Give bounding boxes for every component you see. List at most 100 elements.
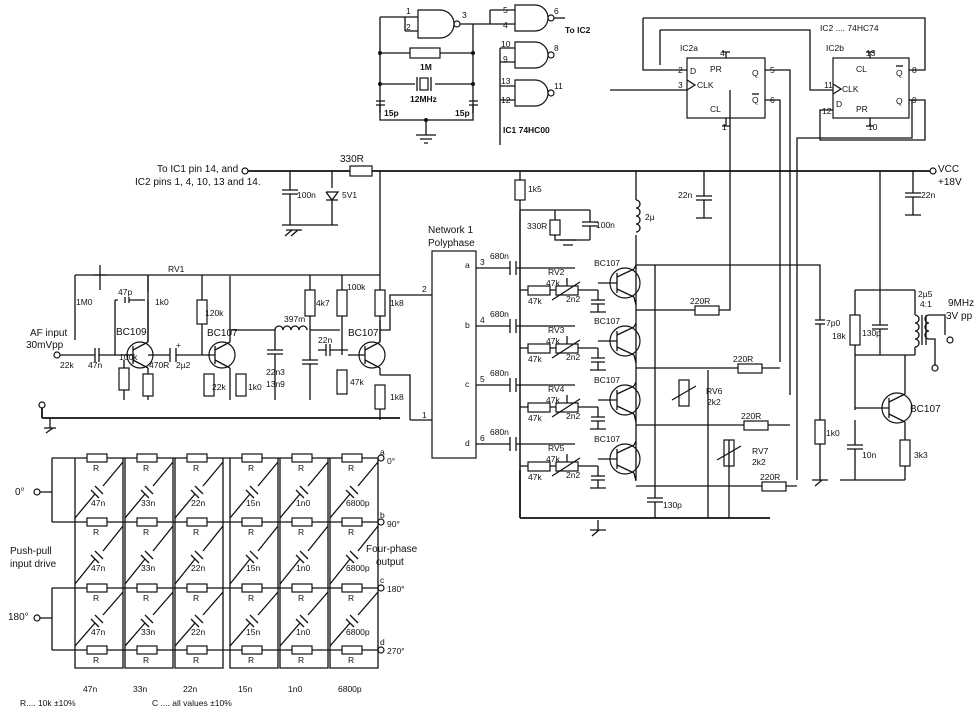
af-input-terminal[interactable] [53, 351, 61, 359]
phase-2-rv-label: RV3 [548, 325, 565, 335]
out-transformer [914, 290, 920, 355]
osc-cap-2-label: 15p [455, 108, 470, 118]
rc-cap-1-5 [345, 550, 359, 564]
rc-resistor-label-3-5: R [348, 655, 354, 665]
rc-col-0-verticals [74, 458, 124, 650]
rc-resistor-label-2-3: R [248, 593, 254, 603]
ic2a-pin4: 4 [720, 48, 725, 58]
mixer-r220-2: 220R [733, 354, 753, 364]
input-0-terminal[interactable] [33, 488, 41, 496]
out-r1k0 [814, 419, 826, 445]
phase-3-c2n2 [590, 407, 606, 430]
osc-pin-6: 6 [554, 6, 559, 16]
rc-resistor-3-5 [341, 645, 363, 655]
ic2b-label: IC2b [826, 43, 844, 53]
rv7-value: 2k2 [752, 457, 766, 467]
rc-resistor-label-0-0: R [93, 463, 99, 473]
ic2b-pin10: 10 [868, 122, 878, 132]
phase-4-cap-label: 680n [490, 427, 509, 437]
rc-resistor-0-5 [341, 453, 363, 463]
rc-cap-label-1-5: 6800p [346, 563, 370, 573]
rc-cap-2-4 [295, 614, 309, 628]
nand-gate-1 [417, 9, 455, 39]
ic2a-d: D [690, 66, 696, 76]
supply-terminal[interactable] [241, 167, 249, 175]
rc-resistor-1-1 [136, 517, 158, 527]
phase-3-rv-value: 47k [546, 395, 560, 405]
rc-resistor-label-1-3: R [248, 527, 254, 537]
rc-cap-leads-0-0 [74, 461, 124, 519]
out-l-ratio: 4:1 [920, 299, 932, 309]
rc-cap-label-0-1: 33n [141, 498, 155, 508]
input-180-terminal[interactable] [33, 614, 41, 622]
rc-resistor-label-2-5: R [348, 593, 354, 603]
phase-2-cap [509, 319, 517, 333]
phase-3-cap-label: 680n [490, 368, 509, 378]
q3-label: BC107 [348, 328, 379, 339]
phase-1-c2n2 [590, 290, 606, 313]
rc-cap-label-2-5: 6800p [346, 627, 370, 637]
supply-resistor-330r [349, 165, 373, 177]
osc-pin-3: 3 [462, 10, 467, 20]
rc-cap-label-0-2: 22n [191, 498, 205, 508]
rc-cap-0-2 [190, 485, 204, 499]
supply-r-label: 330R [340, 154, 364, 165]
phase-4-transistor-label: BC107 [594, 434, 620, 444]
af-c22n3: 22n3 [266, 367, 285, 377]
rc-resistor-3-0 [86, 645, 108, 655]
ic2b-pr: PR [856, 104, 868, 114]
af-rv1: RV1 [168, 264, 185, 274]
rc-bottom-loop-3 [229, 650, 279, 669]
af-ground-terminal[interactable] [38, 401, 46, 409]
rc-bottom-loop-1 [124, 650, 174, 669]
rc-cap-leads-1-1 [124, 525, 174, 585]
af-c13n9: 13n9 [266, 379, 285, 389]
mixer-section: 220R 220R 220R 220R RV6 2k2 RV7 2k2 130p [519, 90, 821, 537]
ic2b-pin13: 13 [866, 48, 876, 58]
rc-resistor-label-3-4: R [298, 655, 304, 665]
phase-2-resistor-label: 47k [528, 354, 542, 364]
af-c22n: 22n [318, 335, 332, 345]
rc-resistor-1-3 [241, 517, 263, 527]
rc-cap-label-1-1: 33n [141, 563, 155, 573]
rc-cap-leads-0-5 [329, 461, 379, 519]
vcc-terminal[interactable] [929, 167, 937, 175]
rc-resistor-3-2 [186, 645, 208, 655]
out-rf-terminal[interactable] [946, 336, 954, 344]
out-freq: 9MHz [948, 298, 974, 309]
phase-2-c2n2-label: 2n2 [566, 352, 580, 362]
out-d: d [380, 637, 385, 647]
rc-cap-label-2-0: 47n [91, 627, 105, 637]
osc-pin-4: 4 [503, 20, 508, 30]
fourphase-line1: Four-phase [366, 544, 418, 555]
ic2a-q: Q [752, 68, 759, 78]
rc-cap-leads-0-1 [124, 461, 174, 519]
out-rf-ground[interactable] [931, 364, 939, 372]
rc-cap-label-1-3: 15n [246, 563, 260, 573]
rc-cap-leads-1-5 [329, 525, 379, 585]
rc-cap-label-0-5: 6800p [346, 498, 370, 508]
zener-label: 5V1 [342, 190, 357, 200]
osc-cap-1-label: 15p [384, 108, 399, 118]
to-ic2-label: To IC2 [565, 25, 591, 35]
out-c-deg: 180° [387, 584, 405, 594]
rc-cap-2-1 [140, 614, 154, 628]
af-amplifier: AF input 30mVpp 22k 47n BC109 1M0 47p RV… [26, 171, 432, 434]
network-title-2: Polyphase [428, 238, 475, 249]
nand-gate-1-bubble [453, 20, 461, 28]
phase-4-rv-label: RV5 [548, 443, 565, 453]
phase-3-c2n2-label: 2n2 [566, 411, 580, 421]
rc-input-0-feed [40, 458, 53, 522]
rc-cap-leads-2-3 [229, 591, 279, 647]
rv6-label: RV6 [706, 386, 723, 396]
rc-bottom-loop-2 [174, 650, 224, 669]
phase-4-pot-wiper [551, 454, 581, 477]
out-d-deg: 270° [387, 646, 405, 656]
rc-output-terminal-2 [377, 584, 385, 592]
phase-1-rv-value: 47k [546, 278, 560, 288]
af-r1k8-b [374, 384, 386, 410]
rc-resistor-3-3 [241, 645, 263, 655]
af-input-level: 30mVpp [26, 340, 64, 351]
phase-3-resistor-label: 47k [528, 413, 542, 423]
